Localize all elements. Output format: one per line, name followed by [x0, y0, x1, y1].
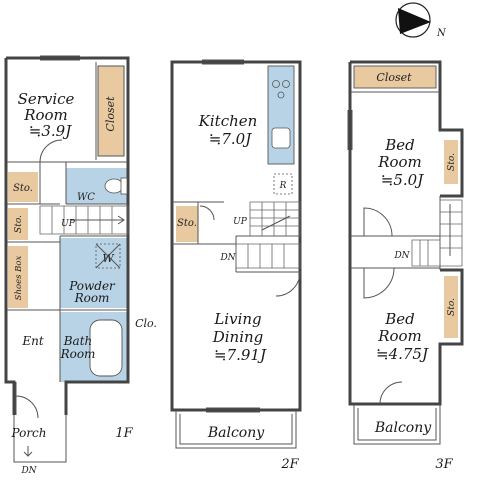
wall-1f-porch — [13, 415, 67, 463]
porch-arrow-icon — [23, 446, 33, 457]
wall-3f-outer — [348, 60, 464, 406]
stair-3f — [411, 199, 463, 267]
washer-cross — [95, 243, 121, 269]
wall-1f-interior — [6, 62, 128, 382]
wall-1f-outer — [4, 56, 130, 415]
kitchen-size: ≒7.0J — [209, 130, 252, 148]
up-2f-label: UP — [233, 217, 248, 227]
bed1-line2: Room — [377, 153, 422, 171]
wall-3f-interior — [350, 91, 441, 270]
sto-3f-a-fill — [444, 140, 458, 184]
window-2f-bottom — [206, 407, 260, 413]
stove-burner-icon — [272, 80, 280, 88]
dn-3f-label: DN — [393, 251, 410, 261]
door-3f-bed2 — [363, 267, 395, 299]
floor-2f: R Kitchen ≒7.0J Sto. UP DN Living Dining… — [170, 59, 302, 472]
sto-2f-label: Sto. — [177, 218, 197, 229]
bed2-size: ≒4.75J — [376, 345, 429, 363]
bath-room-line1: Bath — [63, 334, 93, 348]
compass: N — [395, 2, 447, 39]
balcony-3f-label: Balcony — [374, 420, 432, 436]
balcony-3f — [353, 404, 441, 445]
door-1f-entrance — [15, 382, 39, 419]
bed2-line2: Room — [377, 327, 422, 345]
washer-icon — [95, 243, 121, 269]
sto-1f-a-label: Sto. — [13, 183, 33, 194]
balcony-2f — [175, 410, 297, 449]
powder-room-line1: Powder — [68, 279, 116, 293]
door-3f-bed1 — [363, 207, 393, 237]
balcony-2f-label: Balcony — [207, 425, 265, 441]
bed1-line1: Bed — [384, 136, 415, 154]
service-room-line1: Service — [18, 90, 75, 108]
sto-3f-a-label: Sto. — [447, 153, 457, 171]
shoes-box-fill — [8, 246, 28, 308]
powder-room-line2: Room — [74, 291, 110, 305]
sto-2f-fill — [176, 206, 198, 242]
sto-3f-b-fill — [444, 276, 458, 338]
washer-label: W — [102, 252, 115, 265]
toilet-tank-icon — [120, 177, 128, 195]
sto-1f-b-fill — [8, 208, 28, 240]
fridge-label: R — [279, 181, 287, 191]
dn-1f-label: DN — [20, 466, 37, 476]
fridge-icon — [273, 173, 293, 195]
closet-3f-label: Closet — [376, 71, 412, 84]
kitchen-counter-fill — [268, 66, 294, 164]
closet-1f-label: Closet — [104, 96, 117, 132]
wc-label: WC — [77, 192, 95, 203]
floor-1f: Service Room ≒3.9J Closet Sto. Sto. WC U… — [4, 55, 157, 476]
window-2f-top — [202, 59, 244, 65]
powder-room-fill — [60, 238, 128, 308]
closet-1f-fill — [98, 66, 124, 156]
living-size: ≒7.91J — [214, 346, 267, 364]
door-3f-balcony — [379, 381, 403, 405]
window-3f-side — [347, 110, 353, 150]
dn-2f-label: DN — [219, 253, 236, 263]
kitchen-counter — [267, 65, 295, 165]
bed1-size: ≒5.0J — [381, 171, 424, 189]
floor-1f-label: 1F — [115, 426, 133, 441]
floor-3f-label: 3F — [435, 457, 453, 472]
porch-label: Porch — [11, 426, 47, 440]
bath-room-line2: Room — [60, 347, 96, 361]
stove-burner-icon — [282, 80, 290, 88]
door-2f-living — [275, 271, 301, 297]
closet-3f-outline — [353, 65, 437, 89]
wall-2f-outer — [170, 60, 302, 412]
service-room-line2: Room — [23, 106, 68, 124]
living-line2: Dining — [212, 328, 264, 346]
up-1f-label: UP — [61, 219, 76, 229]
kitchen-line1: Kitchen — [198, 112, 258, 130]
bathtub-icon — [89, 319, 123, 377]
door-1f-service — [39, 139, 63, 163]
bed2-line1: Bed — [384, 310, 415, 328]
clo-label: Clo. — [135, 317, 157, 330]
closet-3f-fill — [354, 66, 436, 88]
service-room-size: ≒3.9J — [29, 122, 72, 140]
stair-1f — [39, 205, 129, 235]
floor-3f: Closet Bed Room ≒5.0J Sto. DN Bed Room ≒… — [347, 60, 464, 472]
toilet-icon — [104, 178, 124, 194]
stove-burner-icon — [277, 91, 285, 99]
stair-2f — [235, 201, 301, 269]
closet-1f-edge — [97, 65, 125, 157]
sto-1f-b-label: Sto. — [14, 215, 24, 233]
compass-north-label: N — [436, 28, 447, 39]
sto-1f-a-fill — [8, 172, 38, 202]
floor-2f-label: 2F — [280, 457, 299, 472]
shoes-box-label: Shoes Box — [14, 255, 24, 300]
sto-3f-b-label: Sto. — [447, 298, 457, 316]
door-2f-sto — [199, 205, 215, 221]
compass-needle-icon — [398, 8, 431, 34]
ent-label: Ent — [21, 334, 43, 348]
window-1f-top — [40, 55, 80, 61]
living-line1: Living — [213, 310, 261, 328]
sink-icon — [271, 127, 291, 149]
